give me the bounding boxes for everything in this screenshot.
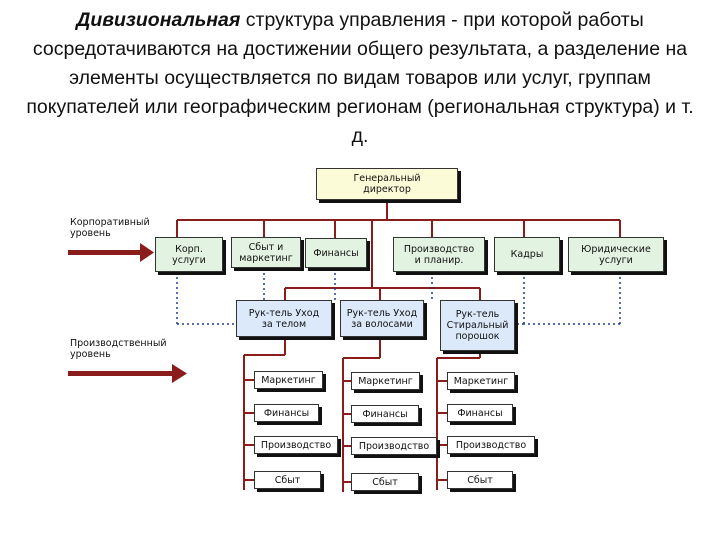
connector-lines bbox=[68, 200, 621, 492]
heading-text: структура управления - при которой работ… bbox=[26, 9, 694, 147]
dept-marketing: Маркетинг bbox=[254, 371, 323, 389]
service-box-sales: Сбыт и маркетинг bbox=[231, 237, 301, 268]
corporate-arrow-shaft bbox=[68, 250, 140, 255]
division-head-detergent: Рук-тель Стиральный порошок bbox=[440, 300, 515, 351]
dept-finance: Финансы bbox=[351, 405, 419, 423]
service-box-hr: Кадры bbox=[494, 237, 560, 272]
dept-finance: Финансы bbox=[447, 404, 513, 422]
service-box-finance: Финансы bbox=[305, 238, 367, 268]
page-heading: Дивизиональная структура управления - пр… bbox=[24, 6, 696, 151]
dept-production: Производство bbox=[254, 436, 338, 454]
dept-sales: Сбыт bbox=[351, 473, 419, 491]
division-head-body-care: Рук-тель Уход за телом bbox=[236, 300, 332, 337]
dept-production: Производство bbox=[351, 437, 437, 455]
corporate-level-label: Корпоративный уровень bbox=[70, 217, 150, 239]
service-box-legal: Юридические услуги bbox=[568, 237, 664, 272]
service-box-production: Производство и планир. bbox=[393, 237, 485, 272]
service-box-corp: Корп. услуги bbox=[155, 237, 223, 272]
dept-marketing: Маркетинг bbox=[447, 372, 515, 390]
corporate-arrow-head bbox=[140, 243, 154, 262]
production-level-label: Производственный уровень bbox=[70, 338, 167, 360]
production-arrow-head bbox=[172, 364, 187, 383]
production-arrow-shaft bbox=[68, 371, 172, 376]
dept-sales: Сбыт bbox=[254, 471, 321, 489]
heading-lead: Дивизиональная bbox=[76, 9, 241, 31]
division-head-hair-care: Рук-тель Уход за волосами bbox=[340, 300, 424, 337]
dept-marketing: Маркетинг bbox=[351, 372, 420, 390]
dept-production: Производство bbox=[447, 436, 535, 454]
director-box: Генеральный директор bbox=[316, 168, 458, 200]
org-chart: Корпоративный уровень Производственный у… bbox=[0, 160, 720, 540]
dept-sales: Сбыт bbox=[447, 471, 513, 489]
dept-finance: Финансы bbox=[254, 404, 319, 422]
